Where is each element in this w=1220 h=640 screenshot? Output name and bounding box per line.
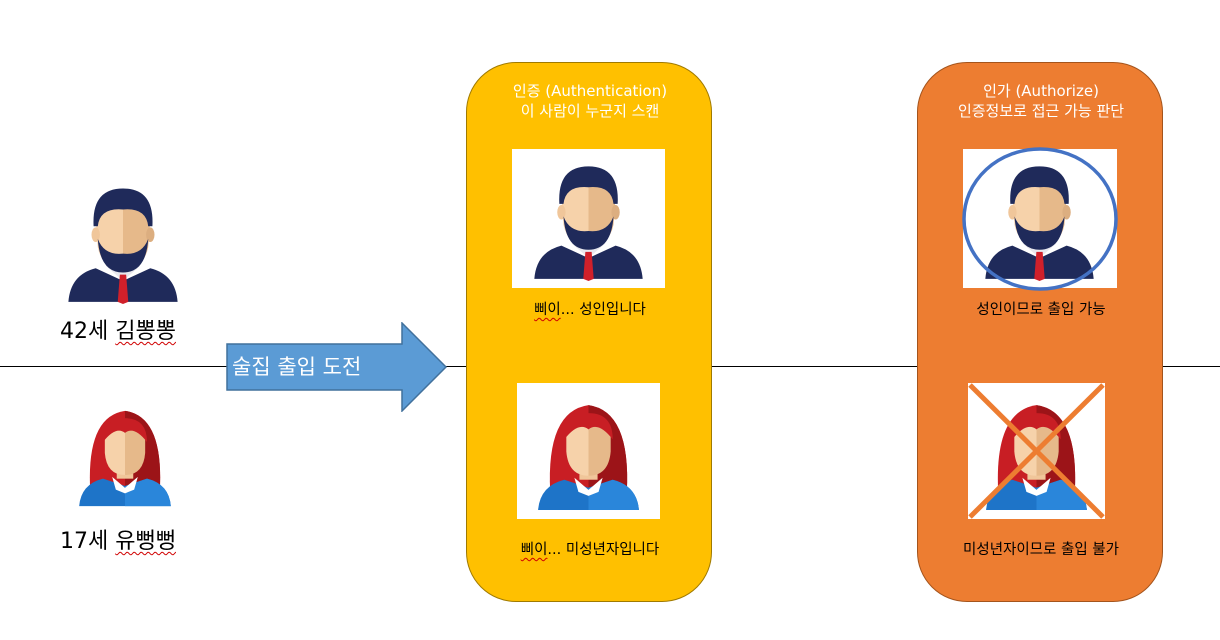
man-label: 42세 김뽕뽕 <box>60 318 176 346</box>
authentication-title-line2: 이 사람이 누군지 스캔 <box>520 102 660 120</box>
rejection-cross-icon <box>968 383 1105 519</box>
woman-caption-prefix: 삐이 <box>520 542 548 558</box>
authentication-woman-photo <box>517 383 660 519</box>
authorization-title-line2: 인증정보로 접근 가능 판단 <box>957 102 1125 120</box>
arrow-label: 술집 출입 도전 <box>232 355 362 379</box>
woman-label: 17세 유뻥뻥 <box>60 528 176 556</box>
woman-name: 유뻥뻥 <box>115 529 176 554</box>
man-caption-prefix: 삐이 <box>534 302 561 318</box>
authentication-man-caption: 삐이... 성인입니다 <box>467 300 713 320</box>
authorization-man-photo <box>963 149 1117 288</box>
arrow-shape <box>226 322 448 412</box>
man-age: 42세 <box>60 319 109 344</box>
authentication-panel: 인증 (Authentication) 이 사람이 누군지 스캔 삐이... 성… <box>466 62 712 602</box>
woman-avatar <box>70 398 180 508</box>
authorization-panel: 인가 (Authorize) 인증정보로 접근 가능 판단 성인이므로 출입 가… <box>917 62 1163 602</box>
man-avatar <box>60 178 186 304</box>
approval-circle <box>962 147 1122 293</box>
authorization-woman-caption: 미성년자이므로 출입 불가 <box>963 542 1119 558</box>
man-caption-rest: ... 성인입니다 <box>560 302 646 318</box>
authorization-man-caption: 성인이므로 출입 가능 <box>976 302 1106 318</box>
authentication-woman-caption: 삐이... 미성년자입니다 <box>467 540 713 560</box>
woman-age: 17세 <box>60 529 109 554</box>
woman-caption-rest: ... 미성년자입니다 <box>547 542 660 558</box>
man-name: 김뽕뽕 <box>115 319 176 344</box>
authorization-title-line1: 인가 (Authorize) <box>983 82 1099 100</box>
authentication-man-photo <box>512 149 665 288</box>
authentication-title-line1: 인증 (Authentication) <box>512 82 668 100</box>
